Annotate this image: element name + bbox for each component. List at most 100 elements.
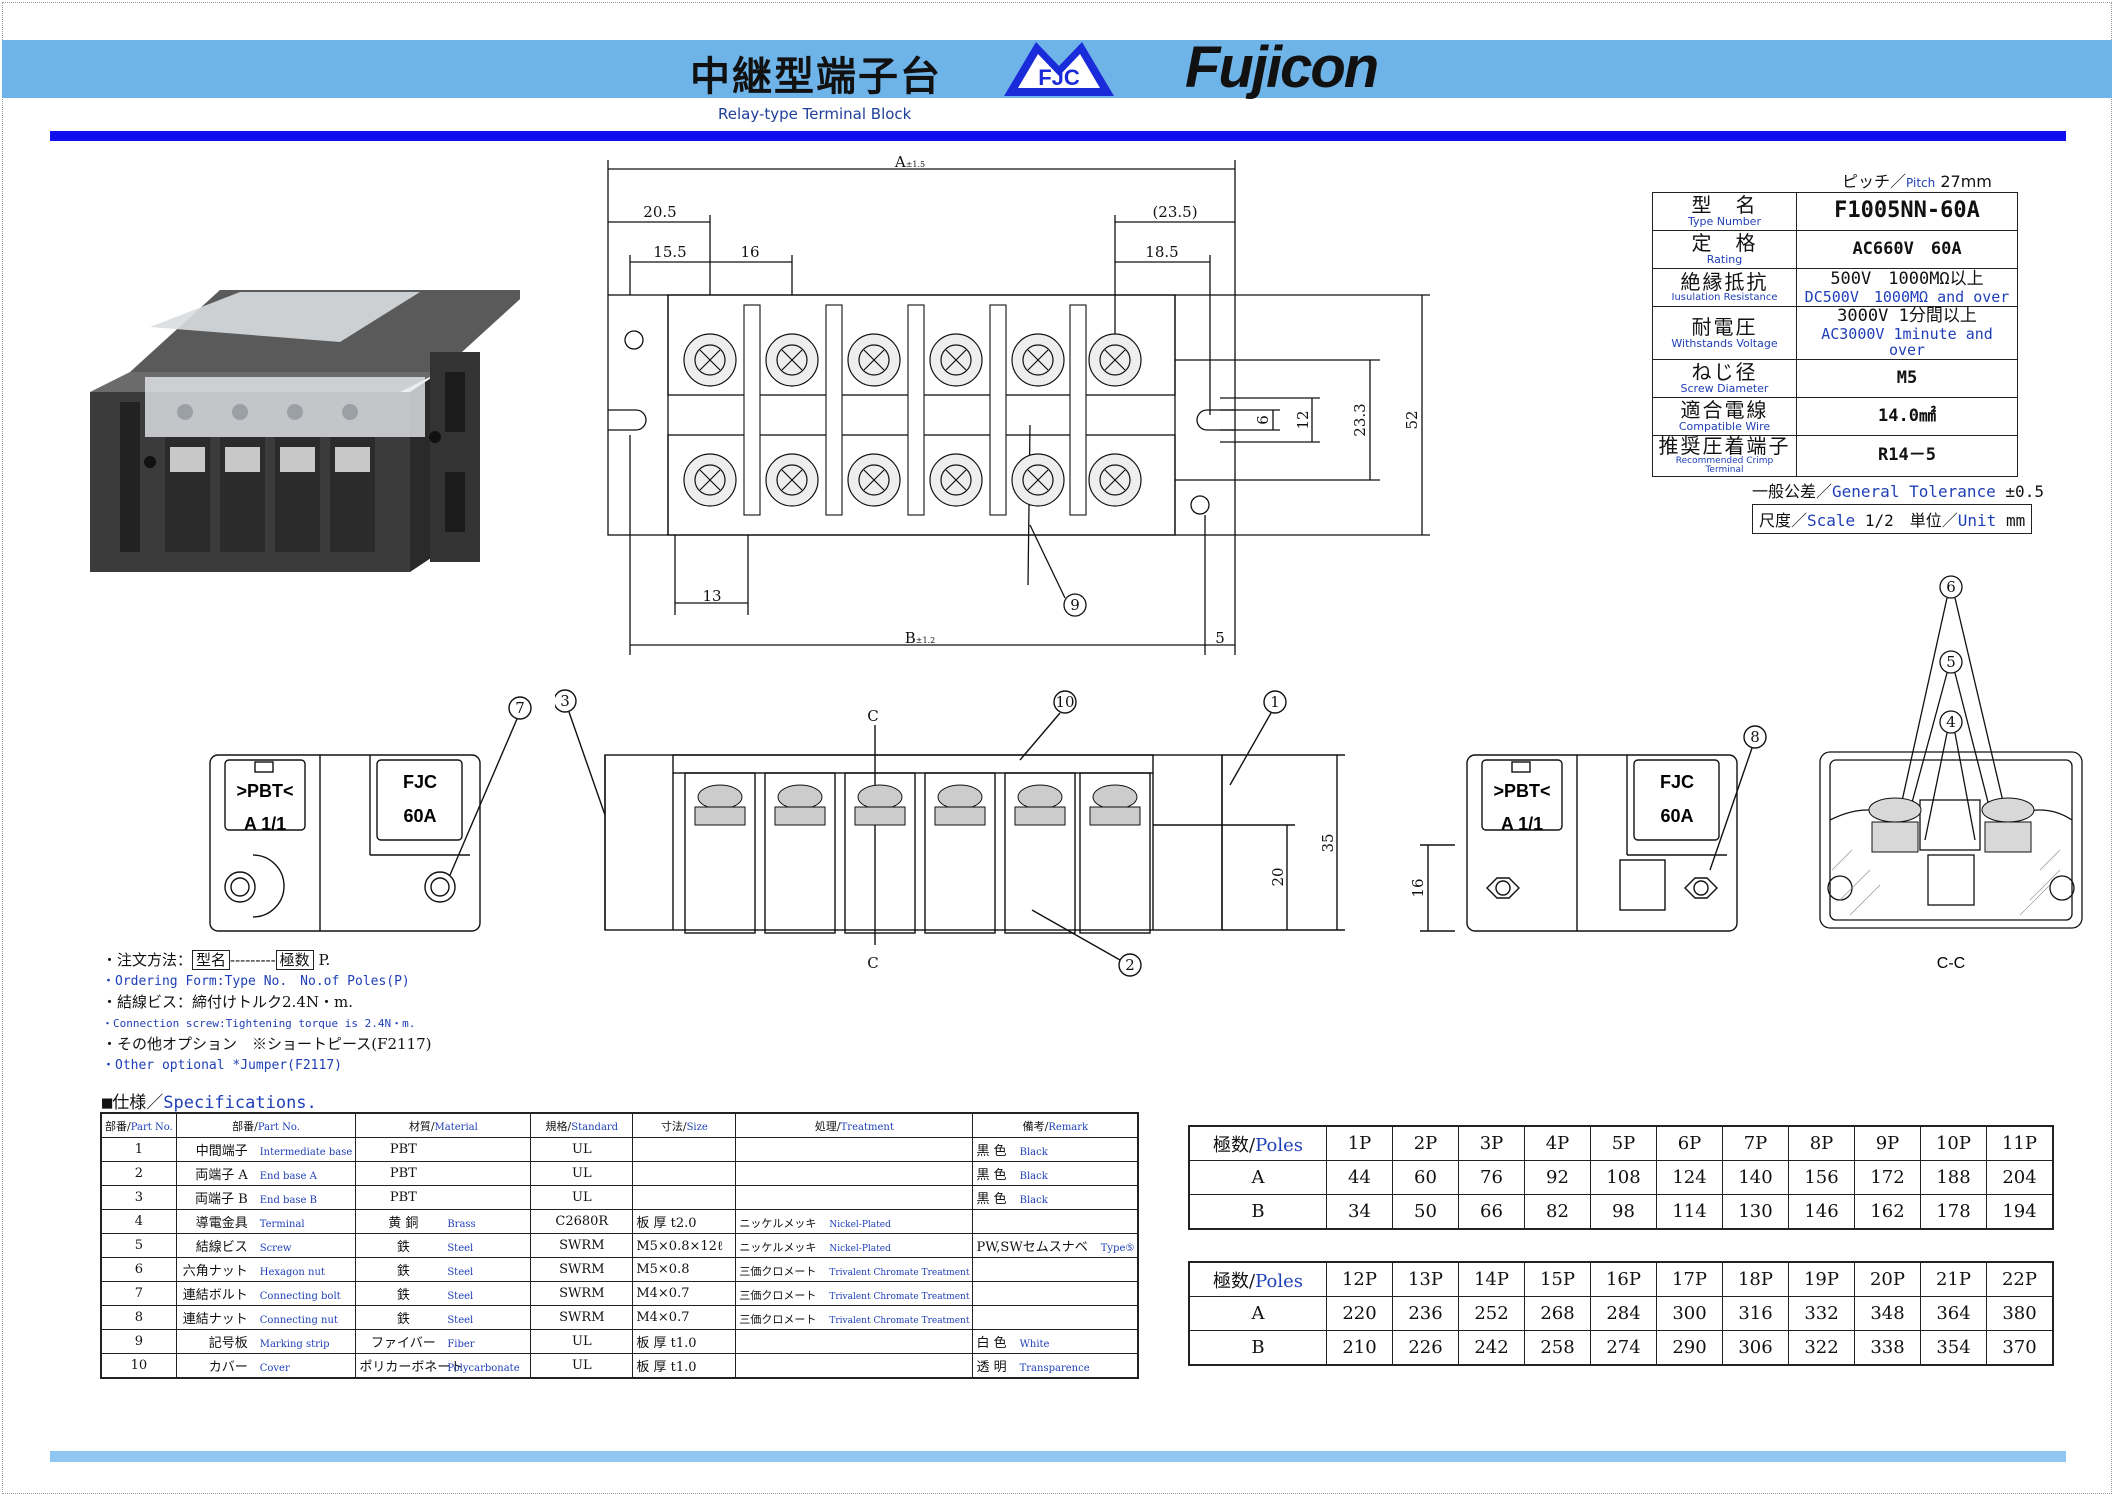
- dim-a-value: 220: [1326, 1296, 1393, 1331]
- dim-a-value: 92: [1524, 1160, 1591, 1195]
- callout-9: 9: [1070, 596, 1080, 614]
- note-screw-en: ・Connection screw:Tightening torque is 2…: [102, 1017, 416, 1030]
- dim-b-value: 98: [1590, 1194, 1657, 1230]
- part-remark: [972, 1209, 1139, 1234]
- part-size: 板 厚 t2.0: [632, 1209, 737, 1234]
- spec-key-en: Iusulation Resistance: [1671, 291, 1778, 303]
- dim-b-value: 338: [1854, 1330, 1921, 1366]
- part-standard: SWRM: [530, 1257, 634, 1282]
- fjc-logo: FJC: [1004, 42, 1114, 96]
- end-mark-fjc-b: FJC: [1660, 772, 1694, 792]
- callout-5: 5: [1946, 653, 1956, 671]
- dim-b-value: 354: [1920, 1330, 1987, 1366]
- spec-value: AC660V 60A: [1796, 230, 2018, 269]
- pole-header: 22P: [1986, 1261, 2054, 1297]
- section-label: C-C: [1937, 955, 1965, 972]
- part-treatment: [735, 1161, 974, 1186]
- part-no: 1: [100, 1137, 177, 1162]
- spec-key-en: Recommended Crimp Terminal: [1675, 455, 1774, 476]
- spec-value: 500V 1000MΩ以上: [1830, 268, 1984, 289]
- callout-2: 2: [1125, 956, 1135, 974]
- row-label-b: B: [1188, 1330, 1327, 1366]
- dim-6: 6: [1254, 415, 1272, 425]
- part-treatment: 三価クロメート Trivalent Chromate Treatment: [735, 1257, 974, 1282]
- dim-a-value: 236: [1392, 1296, 1459, 1331]
- part-no: 3: [100, 1185, 177, 1210]
- unit-jp: 単位／: [1909, 511, 1958, 530]
- parts-header-row: 部番/Part No. 部番/Part No. 材質/Material 規格/S…: [100, 1112, 1139, 1138]
- note-order-jp: ・注文方法：型名---------極数 P.: [102, 950, 331, 970]
- pole-header: 5P: [1590, 1125, 1657, 1161]
- part-treatment: [735, 1329, 974, 1354]
- parts-header: 材質/Material: [355, 1112, 532, 1138]
- pole-header: 18P: [1722, 1261, 1789, 1297]
- title-en: Relay-type Terminal Block: [718, 105, 912, 123]
- pole-header: 12P: [1326, 1261, 1393, 1297]
- specifications-title: ■仕様／Specifications.: [102, 1093, 317, 1113]
- pole-header: 10P: [1920, 1125, 1987, 1161]
- part-remark: [972, 1305, 1139, 1330]
- parts-header: 処理/Treatment: [735, 1112, 974, 1138]
- part-size: M4×0.7: [632, 1281, 737, 1306]
- scale-value: 1/2: [1864, 511, 1894, 530]
- notes: ・注文方法：型名---------極数 P. ・Ordering Form:Ty…: [102, 950, 432, 1076]
- end-view-a: >PBT< A 1/1 FJC 60A 7: [209, 696, 532, 932]
- dim-a-value: 156: [1788, 1160, 1855, 1195]
- row-label-a: A: [1188, 1296, 1327, 1331]
- dim-b-value: 66: [1458, 1194, 1525, 1230]
- unit-en: Unit: [1957, 511, 1997, 530]
- part-standard: SWRM: [530, 1233, 634, 1258]
- dim-a-value: 124: [1656, 1160, 1723, 1195]
- dim-20: 20: [1269, 867, 1287, 886]
- dim-b-value: 290: [1656, 1330, 1723, 1366]
- spec-key-jp: ねじ径: [1691, 359, 1758, 384]
- dim-a-value: 284: [1590, 1296, 1657, 1331]
- part-size: M5×0.8: [632, 1257, 737, 1282]
- dim-a-tol: ±1.5: [906, 160, 925, 169]
- order-box-poles: 極数: [275, 950, 314, 970]
- dim-b-value: 146: [1788, 1194, 1855, 1230]
- end-mark-a11-b: A 1/1: [1501, 814, 1543, 834]
- dim-a-value: 204: [1986, 1160, 2054, 1195]
- dim-20-5: 20.5: [643, 203, 676, 221]
- dim-a-value: 44: [1326, 1160, 1393, 1195]
- dim-12: 12: [1294, 410, 1312, 429]
- header-rule: [50, 131, 2066, 141]
- pole-header: 21P: [1920, 1261, 1987, 1297]
- poles-header-cell: 極数/Poles: [1188, 1261, 1327, 1297]
- dim-a-value: 316: [1722, 1296, 1789, 1331]
- top-view-drawing: A±1.5 20.5 15.5 16 (23.5) 18.5 13 B±1.2 …: [607, 155, 1430, 655]
- dim-b-value: 242: [1458, 1330, 1525, 1366]
- parts-header: 寸法/Size: [632, 1112, 737, 1138]
- dim-b-value: 82: [1524, 1194, 1591, 1230]
- parts-header: 部番/Part No.: [100, 1112, 177, 1138]
- pole-header: 9P: [1854, 1125, 1921, 1161]
- dim-a-value: 108: [1590, 1160, 1657, 1195]
- part-no: 9: [100, 1329, 177, 1354]
- dim-a-value: 76: [1458, 1160, 1525, 1195]
- part-remark: 黒 色 Black: [972, 1185, 1139, 1210]
- cut-mark-bottom: C: [867, 954, 878, 972]
- pole-header: 15P: [1524, 1261, 1591, 1297]
- spec-value: R14－5: [1796, 434, 2018, 477]
- dim-b-value: 370: [1986, 1330, 2054, 1366]
- dim-a-value: 332: [1788, 1296, 1855, 1331]
- end-mark-a11: A 1/1: [244, 814, 286, 834]
- spec-key-en: Compatible Wire: [1678, 419, 1771, 433]
- dim-23-5: (23.5): [1152, 203, 1197, 221]
